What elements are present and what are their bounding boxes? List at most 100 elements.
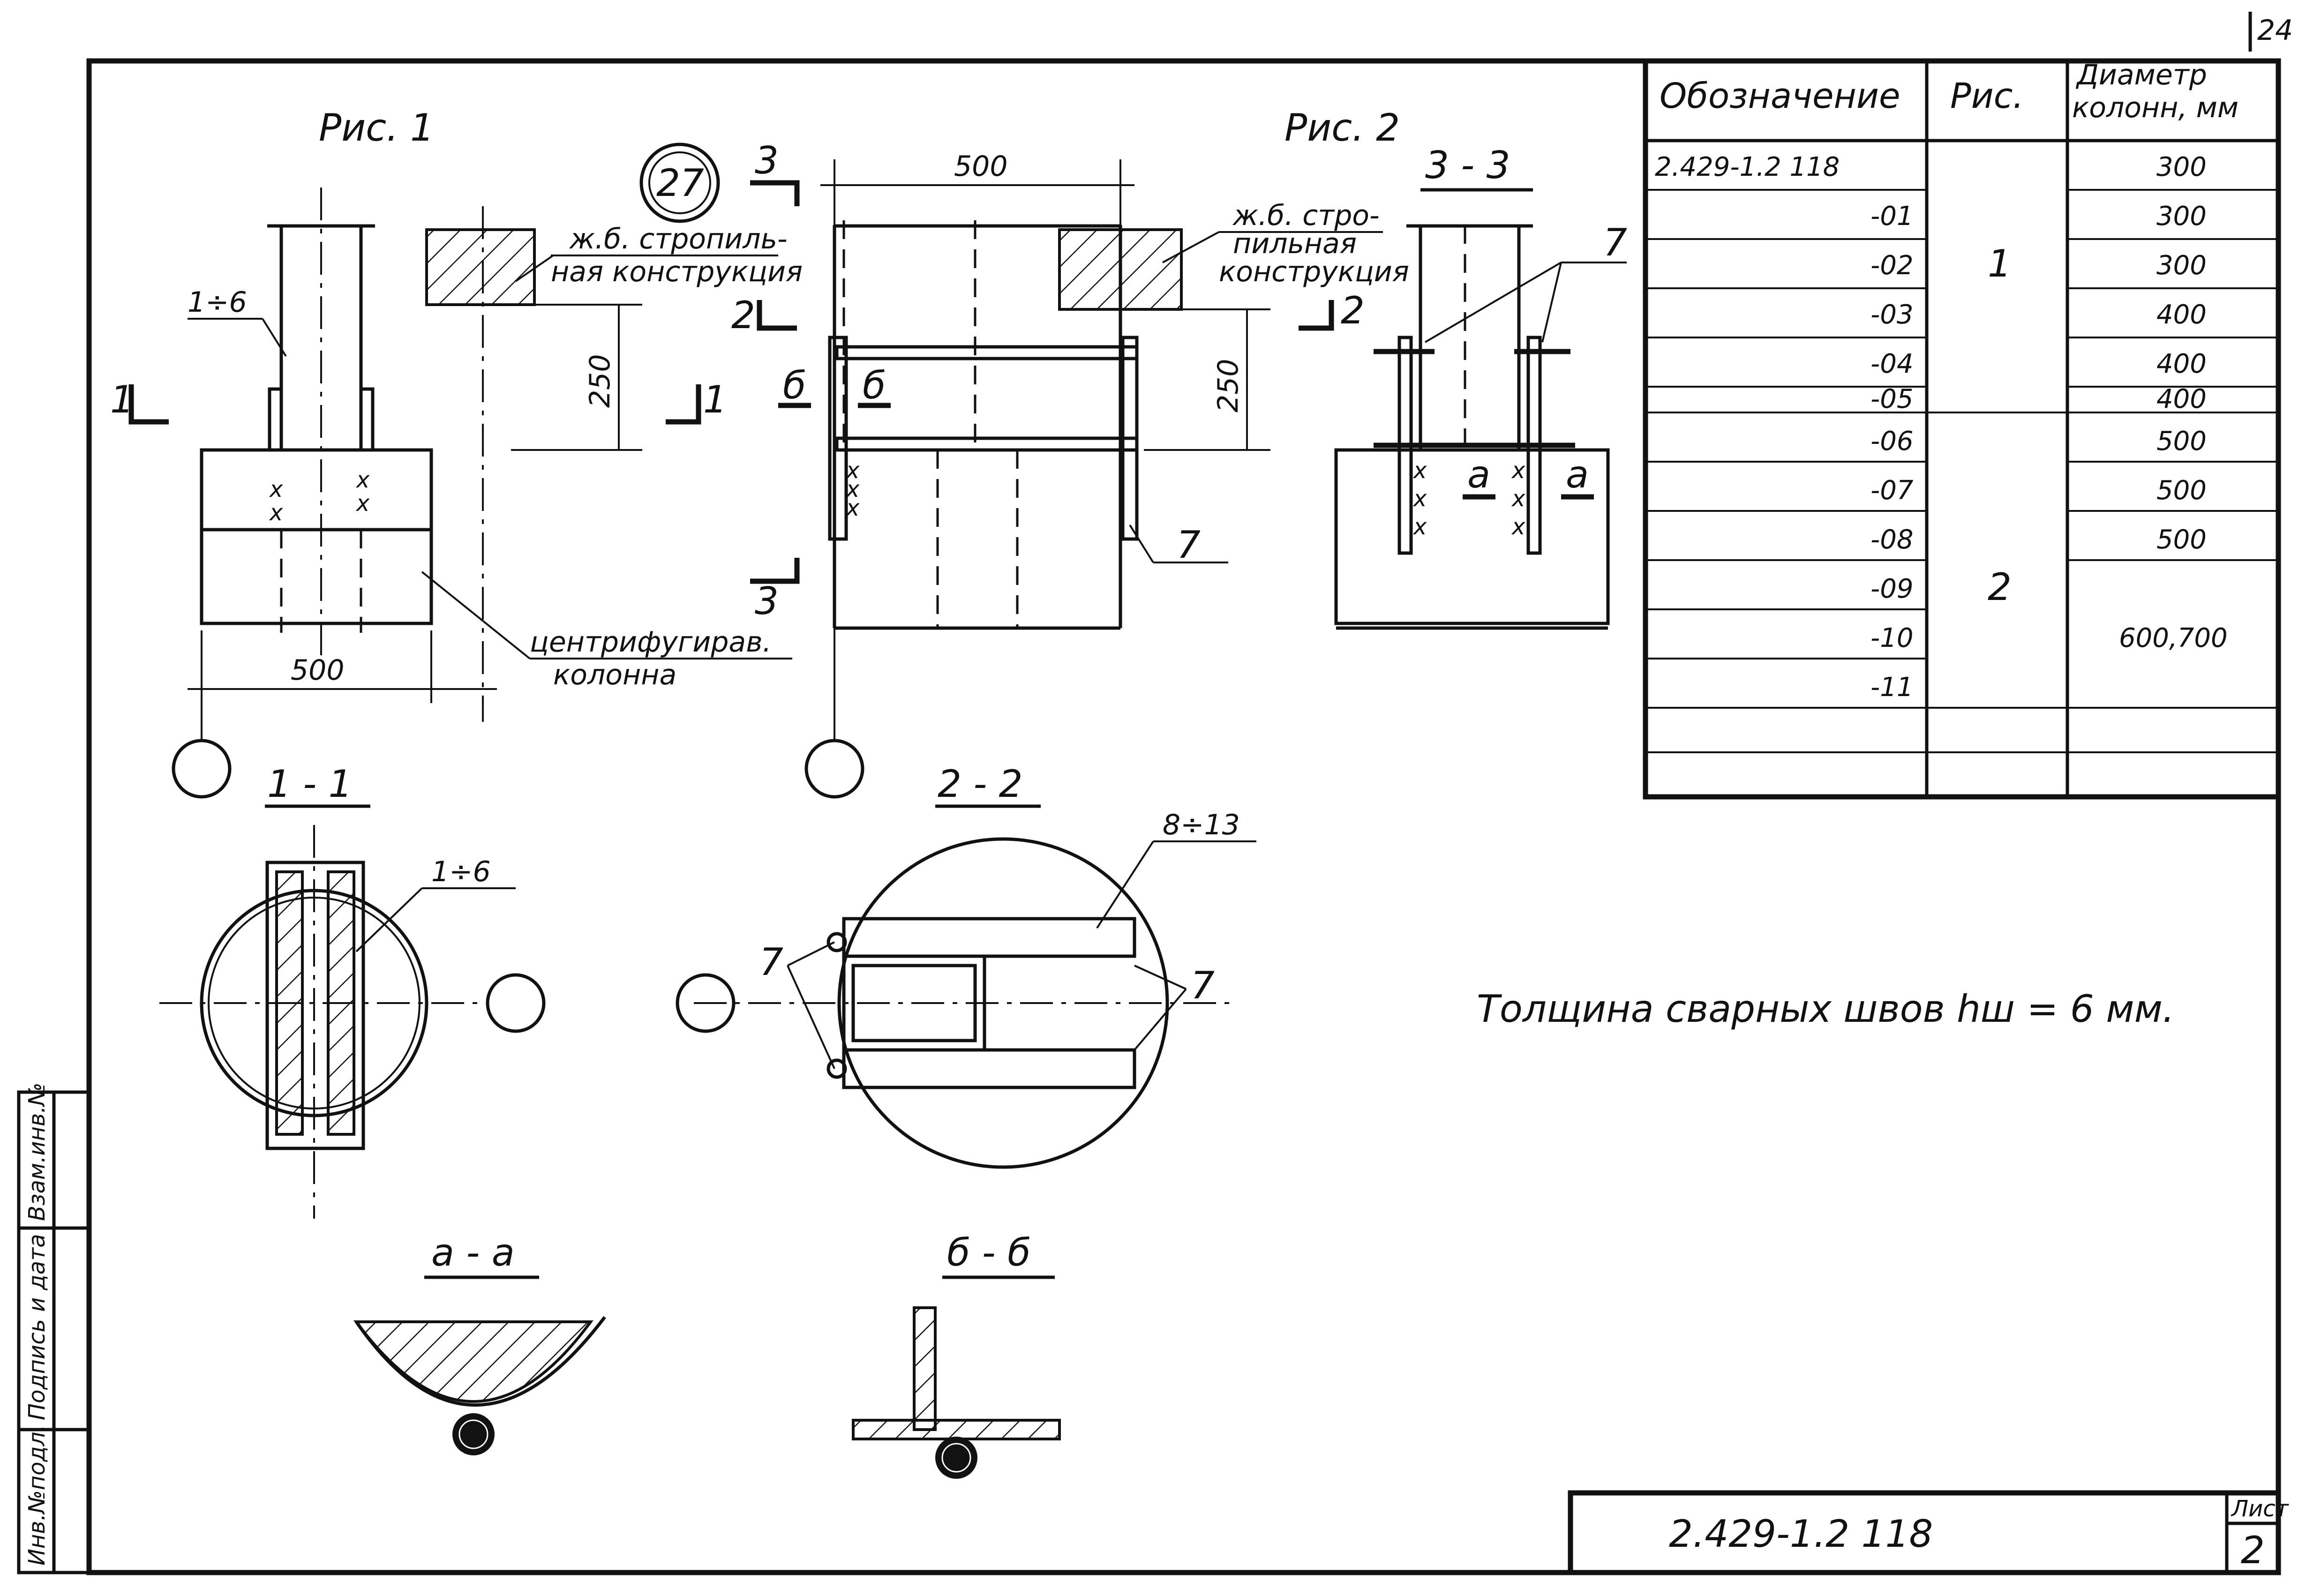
stamp-code: 2.429-1.2 118 bbox=[1669, 1512, 1933, 1556]
svg-text:x: x bbox=[1511, 457, 1525, 484]
fig2-section-3-top: 3 bbox=[755, 139, 779, 182]
fig1-section-mark-right: 1 bbox=[703, 378, 727, 421]
fig1-axis-bubble bbox=[172, 739, 232, 799]
view33-part-7: 7 bbox=[1603, 221, 1627, 264]
table-row-code-0: 2.429-1.2 118 bbox=[1655, 152, 1840, 182]
view33-detail-mark-right: а bbox=[1566, 453, 1589, 496]
svg-text:x: x bbox=[269, 500, 283, 526]
fig2-rafter-label-3: конструкция bbox=[1219, 255, 1409, 288]
view33-column-head bbox=[1334, 448, 1610, 625]
svg-text:x: x bbox=[845, 457, 860, 484]
sectionAA-title: а - а bbox=[431, 1231, 515, 1274]
table-fig-group-1: 1 bbox=[1988, 242, 2012, 285]
section22-plate-range: 8÷13 bbox=[1163, 809, 1240, 841]
margin-label-sign: Подпись и дата bbox=[24, 1234, 50, 1420]
section-a-a: а - а bbox=[353, 1231, 606, 1455]
fig1-dim-250: 250 bbox=[584, 354, 616, 408]
svg-text:x: x bbox=[355, 467, 370, 493]
table-row-code-2: -02 bbox=[1870, 250, 1913, 281]
section22-part-7-left: 7 bbox=[759, 940, 783, 984]
margin-stamp: Инв.№подл. Подпись и дата Взам.инв.№ bbox=[17, 1083, 91, 1574]
svg-text:x: x bbox=[845, 495, 860, 521]
table-row-diam-4: 400 bbox=[2156, 349, 2207, 379]
margin-label-inv: Инв.№подл. bbox=[24, 1424, 50, 1566]
table-row-diam-8: 500 bbox=[2156, 525, 2207, 555]
fig2-section-2-right: 2 bbox=[1341, 289, 1365, 332]
fig1-dim-500: 500 bbox=[291, 654, 345, 687]
section-1-1: 1 - 1 1÷6 bbox=[159, 762, 546, 1219]
margin-label-replace: Взам.инв.№ bbox=[24, 1083, 50, 1221]
fig1-title: Рис. 1 bbox=[319, 106, 434, 150]
table-row-code-7: -07 bbox=[1870, 475, 1914, 506]
fig2-title: Рис. 2 bbox=[1284, 106, 1400, 150]
table-row-code-6: -06 bbox=[1870, 426, 1913, 457]
table-row-diam-1: 300 bbox=[2156, 201, 2207, 232]
table-row-code-1: -01 bbox=[1870, 201, 1913, 232]
table-row-diam-7: 500 bbox=[2156, 475, 2207, 506]
section22-part-7-right: 7 bbox=[1191, 964, 1215, 1007]
table-row-diam-6: 500 bbox=[2156, 426, 2207, 457]
table-header-diameter-1: Диаметр bbox=[2075, 59, 2207, 91]
section-b-b: б - б bbox=[852, 1231, 1061, 1479]
svg-text:x: x bbox=[1412, 457, 1427, 484]
table-row-code-10: -10 bbox=[1870, 623, 1913, 653]
weld-note: Толщина сварных швов hш = 6 мм. bbox=[1477, 987, 2174, 1031]
fig2-detail-mark-left: б bbox=[783, 364, 806, 407]
fig1-column-head bbox=[200, 448, 433, 625]
fig2-axis-bubble bbox=[804, 739, 864, 799]
section22-title: 2 - 2 bbox=[938, 762, 1023, 806]
section11-title: 1 - 1 bbox=[267, 762, 353, 806]
figure-1: Рис. 1 27 x x x x ж.б. стропиль- ная кон… bbox=[110, 106, 803, 799]
fig2-rafter-label-1: ж.б. стро- bbox=[1232, 199, 1380, 232]
fig2-dim-500: 500 bbox=[954, 150, 1008, 183]
view33-title: 3 - 3 bbox=[1425, 143, 1510, 187]
table-row-code-11: -11 bbox=[1870, 672, 1913, 703]
svg-text:x: x bbox=[845, 476, 860, 502]
stamp-sheet-number: 2 bbox=[2241, 1529, 2265, 1572]
fig2-section-2-left: 2 bbox=[731, 293, 755, 337]
fig1-column-label-2: колонна bbox=[553, 659, 676, 691]
svg-text:x: x bbox=[355, 490, 370, 517]
figure-2: Рис. 2 500 3 3 x x x б б bbox=[731, 106, 1409, 799]
fig2-section-3-bottom: 3 bbox=[755, 579, 779, 623]
table-row-code-3: -03 bbox=[1870, 300, 1913, 330]
page-number: 24 bbox=[2257, 14, 2293, 47]
section11-axis-bubble bbox=[486, 973, 546, 1033]
table-row-diam-2: 300 bbox=[2156, 250, 2207, 281]
table-row-diam-5: 400 bbox=[2156, 384, 2207, 414]
fig1-column-label-1: центрифугирав. bbox=[530, 626, 772, 659]
sectionBB-title: б - б bbox=[947, 1231, 1030, 1274]
table-row-diam-10: 600,700 bbox=[2119, 623, 2228, 653]
table-row-diam-0: 300 bbox=[2156, 152, 2207, 182]
table-row-code-9: -09 bbox=[1870, 574, 1913, 604]
svg-text:x: x bbox=[1511, 514, 1525, 540]
svg-text:x: x bbox=[1412, 514, 1427, 540]
view-3-3: 3 - 3 x x x x x x 7 а а bbox=[1334, 143, 1627, 630]
section11-plate-range: 1÷6 bbox=[431, 855, 491, 888]
fig1-callout: 27 bbox=[656, 161, 704, 205]
fig2-part-7: 7 bbox=[1177, 523, 1201, 567]
table-row-code-8: -08 bbox=[1870, 525, 1913, 555]
table-row-code-5: -05 bbox=[1870, 384, 1913, 414]
fig2-dim-250: 250 bbox=[1212, 359, 1245, 412]
table-header-diameter-2: колонн, мм bbox=[2072, 91, 2238, 124]
svg-text:x: x bbox=[269, 476, 283, 502]
fig1-plate-range: 1÷6 bbox=[188, 286, 247, 319]
svg-text:x: x bbox=[1511, 486, 1525, 512]
table-header-fig: Рис. bbox=[1950, 76, 2024, 116]
section22-axis-bubble bbox=[676, 973, 736, 1033]
fig1-rafter-section bbox=[425, 228, 536, 306]
svg-text:x: x bbox=[1412, 486, 1427, 512]
sheet-frame bbox=[86, 58, 2281, 1575]
fig1-callout-circle bbox=[639, 142, 720, 223]
stamp-sheet-label: Лист bbox=[2231, 1496, 2290, 1522]
view33-detail-mark-left: а bbox=[1467, 453, 1490, 496]
fig2-rafter-section bbox=[1058, 228, 1183, 311]
title-block: 2.429-1.2 118 Лист 2 bbox=[1568, 1490, 2290, 1575]
table-header-designation: Обозначение bbox=[1660, 76, 1900, 116]
fig1-rafter-label-2: ная конструкция bbox=[551, 255, 803, 288]
fig2-detail-mark-right: б bbox=[863, 364, 886, 407]
table-row-code-4: -04 bbox=[1870, 349, 1913, 379]
fig1-rafter-label-1: ж.б. стропиль- bbox=[569, 223, 788, 255]
